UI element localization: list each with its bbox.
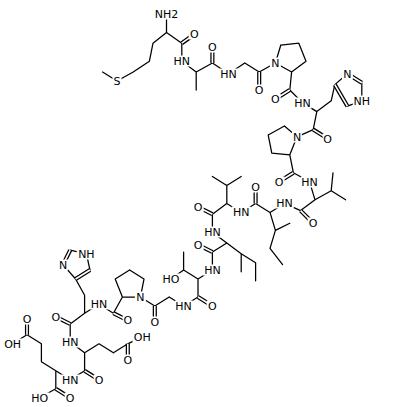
- atom-label: O: [254, 85, 265, 96]
- atom-label: HN: [61, 374, 80, 385]
- atom-label: HN: [61, 337, 80, 348]
- atom-label: HN: [232, 207, 251, 218]
- atom-label: HN: [203, 227, 222, 238]
- atom-label: NH: [77, 248, 96, 259]
- atom-label: N: [342, 68, 352, 79]
- atom-label: HN: [293, 97, 312, 108]
- atom-label: O: [250, 182, 261, 193]
- atom-label: O: [65, 392, 76, 403]
- atom-label: O: [193, 202, 204, 213]
- atom-label: O: [22, 313, 33, 324]
- atom-label: O: [149, 317, 160, 328]
- atom-label: O: [94, 374, 105, 385]
- atom-label: HO: [30, 392, 49, 403]
- atom-label: HN: [300, 176, 319, 187]
- atom-label: HN: [90, 299, 109, 310]
- atom-label: O: [50, 311, 61, 322]
- double-bonds: [27, 34, 362, 398]
- atom-label: N: [270, 58, 280, 69]
- atom-label: O: [274, 176, 285, 187]
- atom-label: O: [122, 315, 133, 326]
- atom-label: HN: [173, 56, 192, 67]
- atom-label: HO: [162, 274, 181, 285]
- atom-label: O: [207, 301, 218, 312]
- atom-label: HN: [275, 198, 294, 209]
- atom-label: HN: [174, 301, 193, 312]
- atom-label: HN: [219, 68, 238, 79]
- atom-label: OH: [133, 331, 152, 342]
- atom-label: N: [135, 292, 145, 303]
- atom-label: O: [308, 218, 319, 229]
- atom-label: O: [193, 239, 204, 250]
- atom-label: HN: [203, 265, 222, 276]
- atom-label: O: [122, 355, 133, 366]
- atom-label: NH2: [154, 9, 180, 20]
- atom-label: O: [207, 41, 218, 52]
- atom-label: N: [292, 131, 302, 142]
- single-bonds: [13, 14, 362, 397]
- atom-label: NH: [353, 95, 372, 106]
- atom-label: S: [113, 76, 122, 87]
- atom-label: O: [189, 29, 200, 40]
- double-bond-gap: [27, 34, 362, 398]
- atom-label: OH: [3, 338, 22, 349]
- atom-label: O: [270, 94, 281, 105]
- atom-label: N: [58, 259, 68, 270]
- atom-label: O: [322, 133, 333, 144]
